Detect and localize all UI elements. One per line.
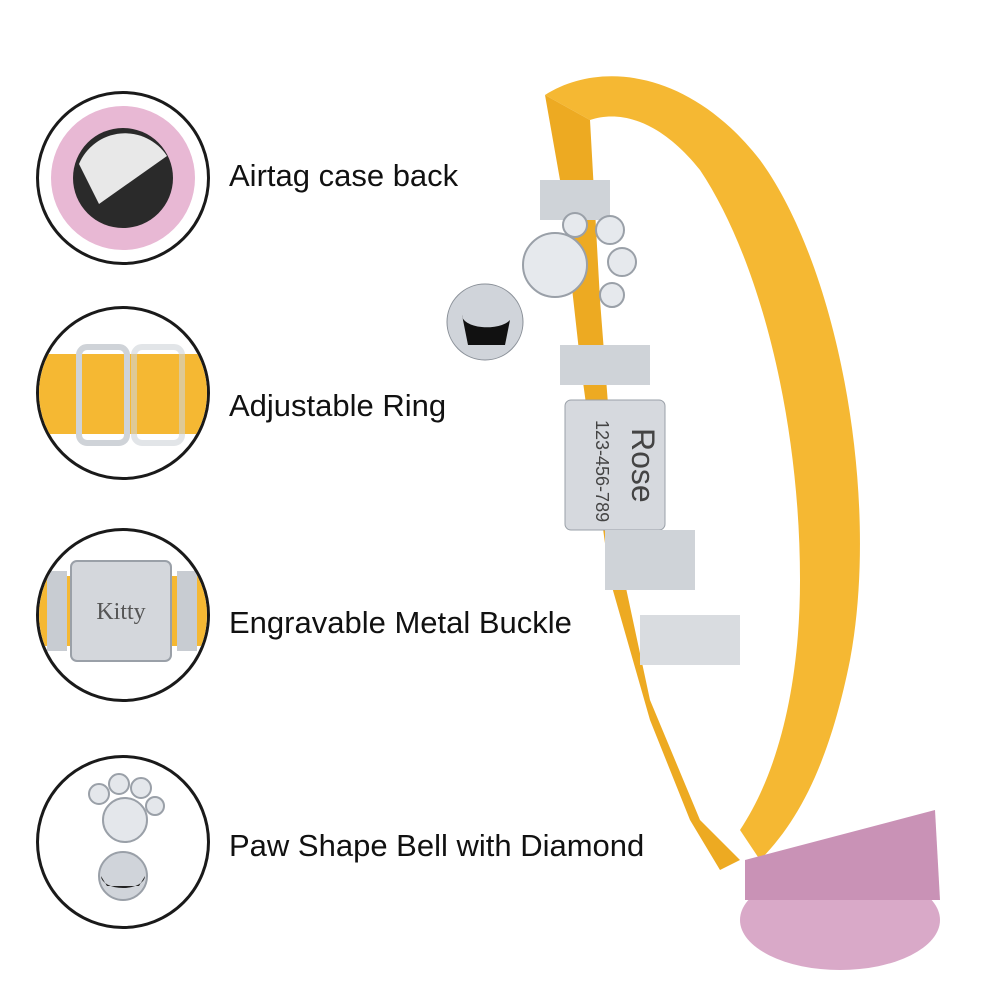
adjustable-ring-icon bbox=[39, 344, 207, 446]
feature-label-ring: Adjustable Ring bbox=[229, 388, 447, 423]
bell bbox=[446, 283, 524, 361]
buckle-engraving: Kitty bbox=[96, 599, 145, 625]
buckle-name: Rose bbox=[625, 428, 661, 503]
buckle-clip-top bbox=[560, 345, 650, 385]
feature-label-paw-bell: Paw Shape Bell with Diamond bbox=[229, 828, 645, 863]
feature-label-airtag: Airtag case back bbox=[229, 158, 459, 193]
adjustable-ring bbox=[640, 615, 740, 665]
adjustable-ring-circle bbox=[36, 306, 210, 480]
paw-charm bbox=[522, 212, 637, 308]
feature-label-buckle: Engravable Metal Buckle bbox=[229, 605, 572, 640]
collar-product-image: Rose 123-456-789 bbox=[446, 76, 940, 970]
metal-buckle-icon: Kitty bbox=[39, 560, 207, 662]
paw-bell-icon bbox=[88, 773, 165, 901]
buckle-number: 123-456-789 bbox=[592, 420, 612, 522]
airtag-case-circle bbox=[36, 91, 210, 265]
metal-buckle-circle: Kitty bbox=[36, 528, 210, 702]
buckle-clip-bottom bbox=[605, 530, 695, 590]
airtag-case-icon bbox=[51, 106, 195, 250]
paw-bell-circle bbox=[36, 755, 210, 929]
